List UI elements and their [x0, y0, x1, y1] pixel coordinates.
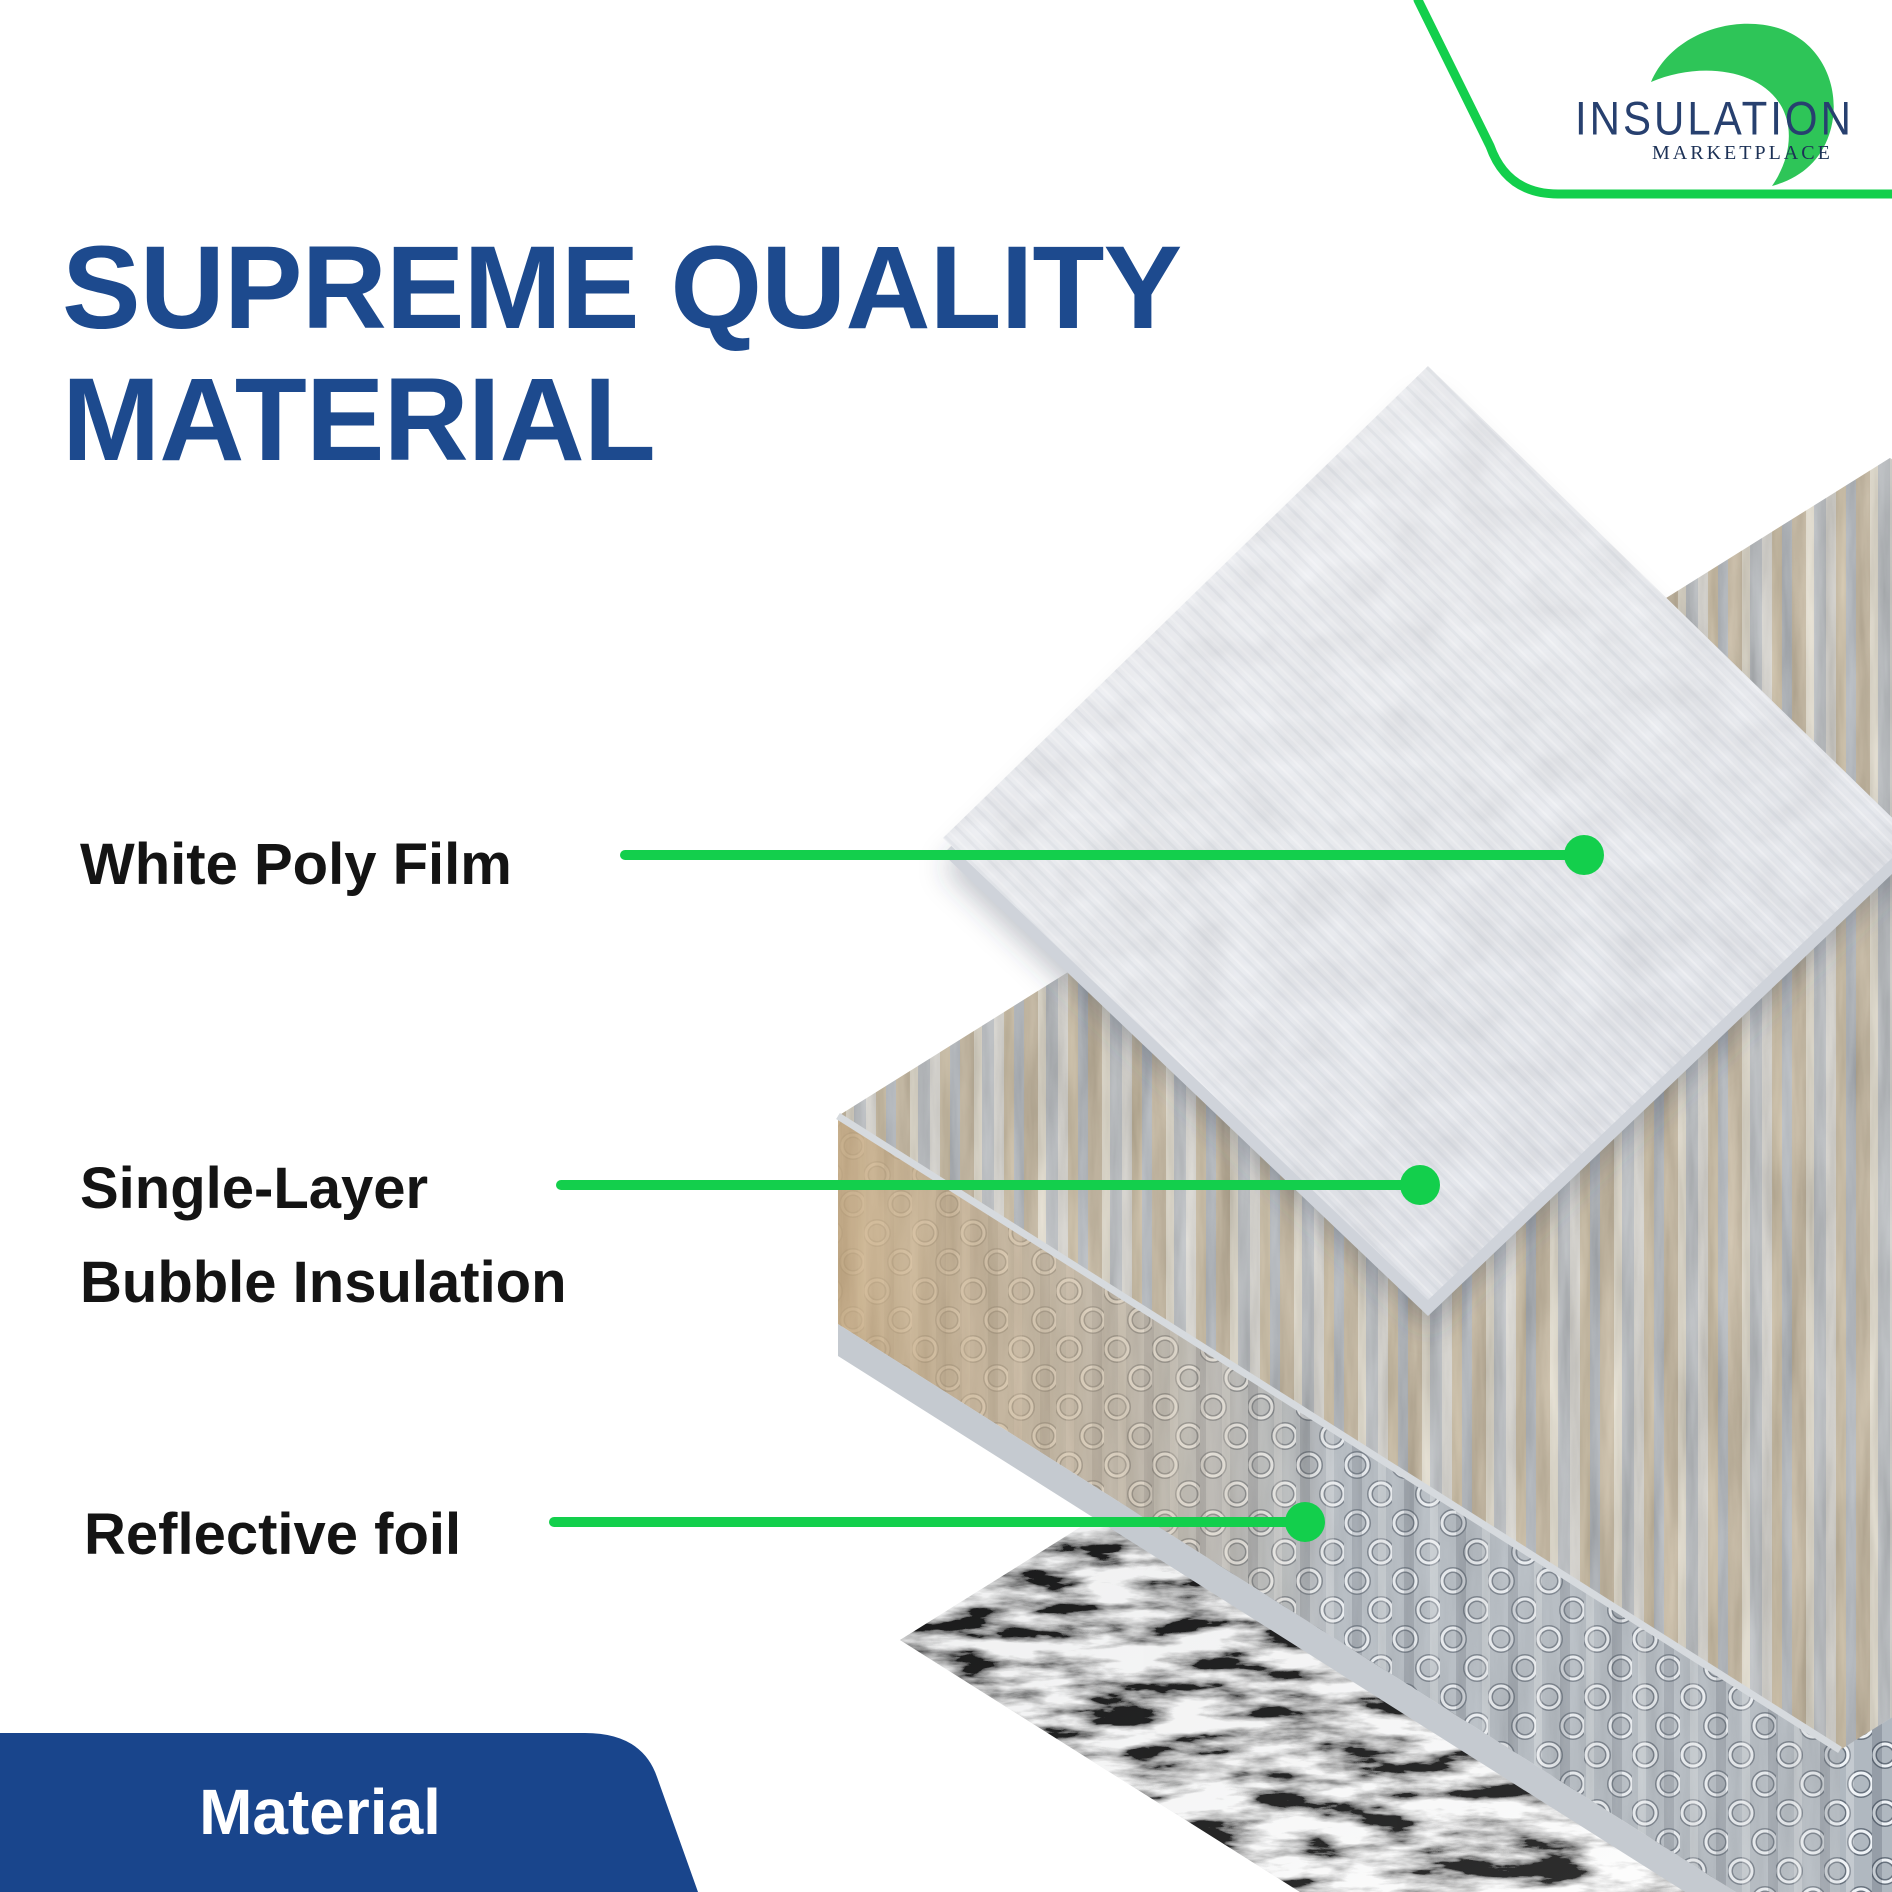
logo-name: INSULATION	[1575, 92, 1854, 145]
logo-subtitle: MARKETPLACE	[1652, 142, 1833, 164]
page-title: SUPREME QUALITY MATERIAL	[62, 222, 1182, 487]
title-line-2: MATERIAL	[62, 354, 656, 487]
material-badge: Material	[0, 1733, 700, 1892]
callout-label: White Poly Film	[80, 832, 512, 897]
corner-accent-line	[1413, 0, 1892, 199]
connector-line-white-poly-film	[620, 850, 1584, 860]
badge-shape	[0, 1733, 698, 1892]
callout-label: Bubble Insulation	[80, 1249, 567, 1315]
connector-line-reflective-foil	[549, 1517, 1305, 1527]
callout-reflective-foil: Reflective foil	[84, 1488, 461, 1582]
callout-bubble-insulation: Single-Layer Bubble Insulation	[80, 1142, 567, 1330]
badge-label: Material	[199, 1776, 441, 1848]
callout-label: Single-Layer	[80, 1156, 429, 1221]
connector-dot-reflective-foil	[1285, 1502, 1325, 1542]
connector-dot-bubble-insulation	[1400, 1165, 1440, 1205]
callout-label: Reflective foil	[84, 1502, 462, 1567]
connector-line-bubble-insulation	[556, 1180, 1420, 1190]
logo-swoosh-icon	[1651, 23, 1834, 187]
brand-logo: INSULATION MARKETPLACE	[1560, 14, 1870, 194]
title-line-1: SUPREME QUALITY	[62, 222, 1182, 354]
callout-white-poly-film: White Poly Film	[80, 818, 512, 912]
connector-dot-white-poly-film	[1564, 835, 1604, 875]
